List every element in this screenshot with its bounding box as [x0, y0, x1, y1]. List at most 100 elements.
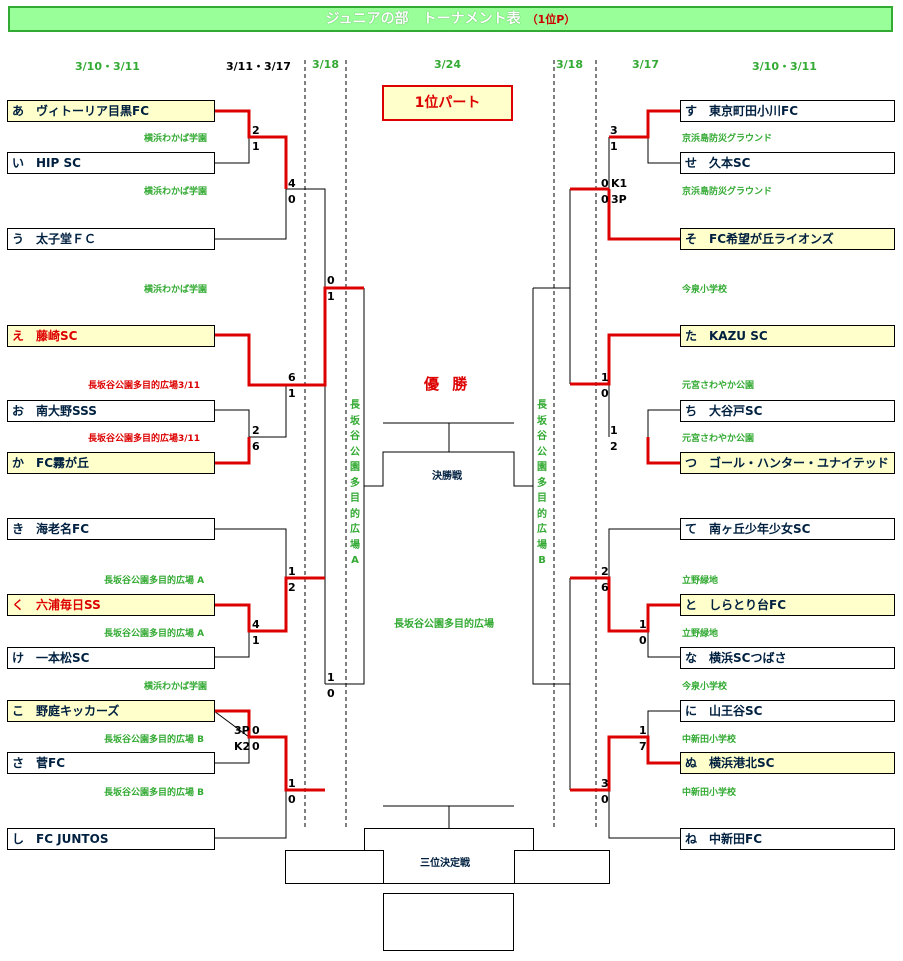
- score: 0: [288, 193, 296, 206]
- score: 1: [252, 634, 260, 647]
- right-team-ta: た KAZU SC: [680, 325, 895, 347]
- score: 3P: [234, 724, 250, 737]
- right-venue: 京浜島防災グラウンド: [682, 187, 773, 197]
- left-venue: 長坂谷公園多目的広場 B: [104, 788, 204, 798]
- left-team-ke: け 一本松SC: [7, 647, 215, 669]
- vchar: 多: [350, 477, 360, 489]
- score: 0: [601, 387, 609, 400]
- right-venue: 立野緑地: [682, 629, 719, 639]
- score: 4: [252, 618, 260, 631]
- score: 1: [327, 290, 335, 303]
- right-team-su: す 東京町田小川FC: [680, 100, 895, 122]
- right-venue: 元宮さわやか公園: [682, 434, 755, 444]
- score: K1: [611, 177, 628, 190]
- right-venue: 京浜島防災グラウンド: [682, 134, 773, 144]
- final-venue: 長坂谷公園多目的広場: [394, 619, 494, 630]
- third-place-box: [364, 828, 534, 884]
- score: 0: [252, 724, 260, 737]
- vchar: 園: [537, 462, 547, 473]
- score: 0: [601, 793, 609, 806]
- right-team-ne: ね 中新田FC: [680, 828, 895, 850]
- title-sub: （1位P）: [526, 13, 576, 26]
- left-team-sa: さ 菅FC: [7, 752, 215, 774]
- left-venue: 横浜わかば学園: [144, 187, 208, 197]
- date-l3: 3/18: [312, 58, 339, 71]
- score: 1: [639, 618, 647, 631]
- score: 1: [288, 565, 296, 578]
- right-team-chi: ち 大谷戸SC: [680, 400, 895, 422]
- score: 1: [327, 671, 335, 684]
- score: 6: [601, 581, 609, 594]
- score: 7: [639, 740, 647, 753]
- right-team-to: と しらとり台FC: [680, 594, 895, 616]
- vchar: A: [351, 555, 359, 566]
- left-team-ku: く 六浦毎日SS: [7, 594, 215, 616]
- right-team-te: て 南ヶ丘少年少女SC: [680, 518, 895, 540]
- date-l2: 3/11・3/17: [226, 60, 291, 73]
- date-l1: 3/10・3/11: [75, 60, 140, 73]
- vchar: 場: [350, 539, 360, 551]
- vchar: 坂: [350, 415, 360, 427]
- score: 1: [601, 371, 609, 384]
- final-label: 決勝戦: [432, 471, 462, 482]
- left-venue: 横浜わかば学園: [144, 682, 208, 692]
- score: 2: [610, 440, 618, 453]
- vchar: 的: [537, 508, 547, 520]
- vchar: 広: [537, 524, 547, 535]
- score: 0: [639, 634, 647, 647]
- right-venue: 中新田小学校: [682, 788, 737, 798]
- date-r2: 3/17: [632, 58, 659, 71]
- left-team-u: う 太子堂ＦＣ: [7, 228, 215, 250]
- score: 0: [288, 793, 296, 806]
- left-team-a: あ ヴィトーリア目黒FC: [7, 100, 215, 122]
- score: 2: [252, 424, 260, 437]
- left-team-i: い HIP SC: [7, 152, 215, 174]
- score: K2: [234, 740, 251, 753]
- vchar: 園: [350, 462, 360, 473]
- score: 2: [252, 124, 260, 137]
- third-place-label: 三位決定戦: [420, 858, 470, 869]
- score: 1: [610, 424, 618, 437]
- vchar: 公: [537, 446, 547, 458]
- score: 3: [610, 124, 618, 137]
- left-team-ka: か FC霧が丘: [7, 452, 215, 474]
- first-place-badge: 1位パート: [382, 85, 513, 121]
- right-team-nu: ぬ 横浜港北SC: [680, 752, 895, 774]
- vchar: 谷: [537, 431, 547, 442]
- vchar: 長: [350, 400, 360, 411]
- right-venue: 今泉小学校: [682, 285, 728, 295]
- third-place-left-slot: [285, 850, 384, 884]
- right-venue: 中新田小学校: [682, 735, 737, 745]
- left-venue: 横浜わかば学園: [144, 285, 208, 295]
- score: 6: [288, 371, 296, 384]
- vchar: 谷: [350, 431, 360, 442]
- score: 1: [610, 140, 618, 153]
- date-c: 3/24: [434, 58, 461, 71]
- vchar: 目: [537, 493, 547, 504]
- left-team-o: お 南大野SSS: [7, 400, 215, 422]
- right-team-se: せ 久本SC: [680, 152, 895, 174]
- score: 1: [288, 777, 296, 790]
- right-team-ni: に 山王谷SC: [680, 700, 895, 722]
- left-team-ki: き 海老名FC: [7, 518, 215, 540]
- vchar: 場: [537, 539, 547, 551]
- vchar: 坂: [537, 415, 547, 427]
- left-venue: 長坂谷公園多目的広場3/11: [88, 434, 201, 444]
- vchar: 多: [537, 477, 547, 489]
- score: 0: [327, 687, 335, 700]
- left-venue: 長坂谷公園多目的広場 B: [104, 735, 204, 745]
- date-r1: 3/10・3/11: [752, 60, 817, 73]
- score: 2: [288, 581, 296, 594]
- right-venue: 今泉小学校: [682, 682, 728, 692]
- score: 2: [601, 565, 609, 578]
- score: 6: [252, 440, 260, 453]
- left-team-shi: し FC JUNTOS: [7, 828, 215, 850]
- right-team-na: な 横浜SCつばさ: [680, 647, 895, 669]
- score: 0: [252, 740, 260, 753]
- vchar: 目: [350, 493, 360, 504]
- left-venue: 長坂谷公園多目的広場 A: [104, 629, 205, 639]
- left-team-e: え 藤崎SC: [7, 325, 215, 347]
